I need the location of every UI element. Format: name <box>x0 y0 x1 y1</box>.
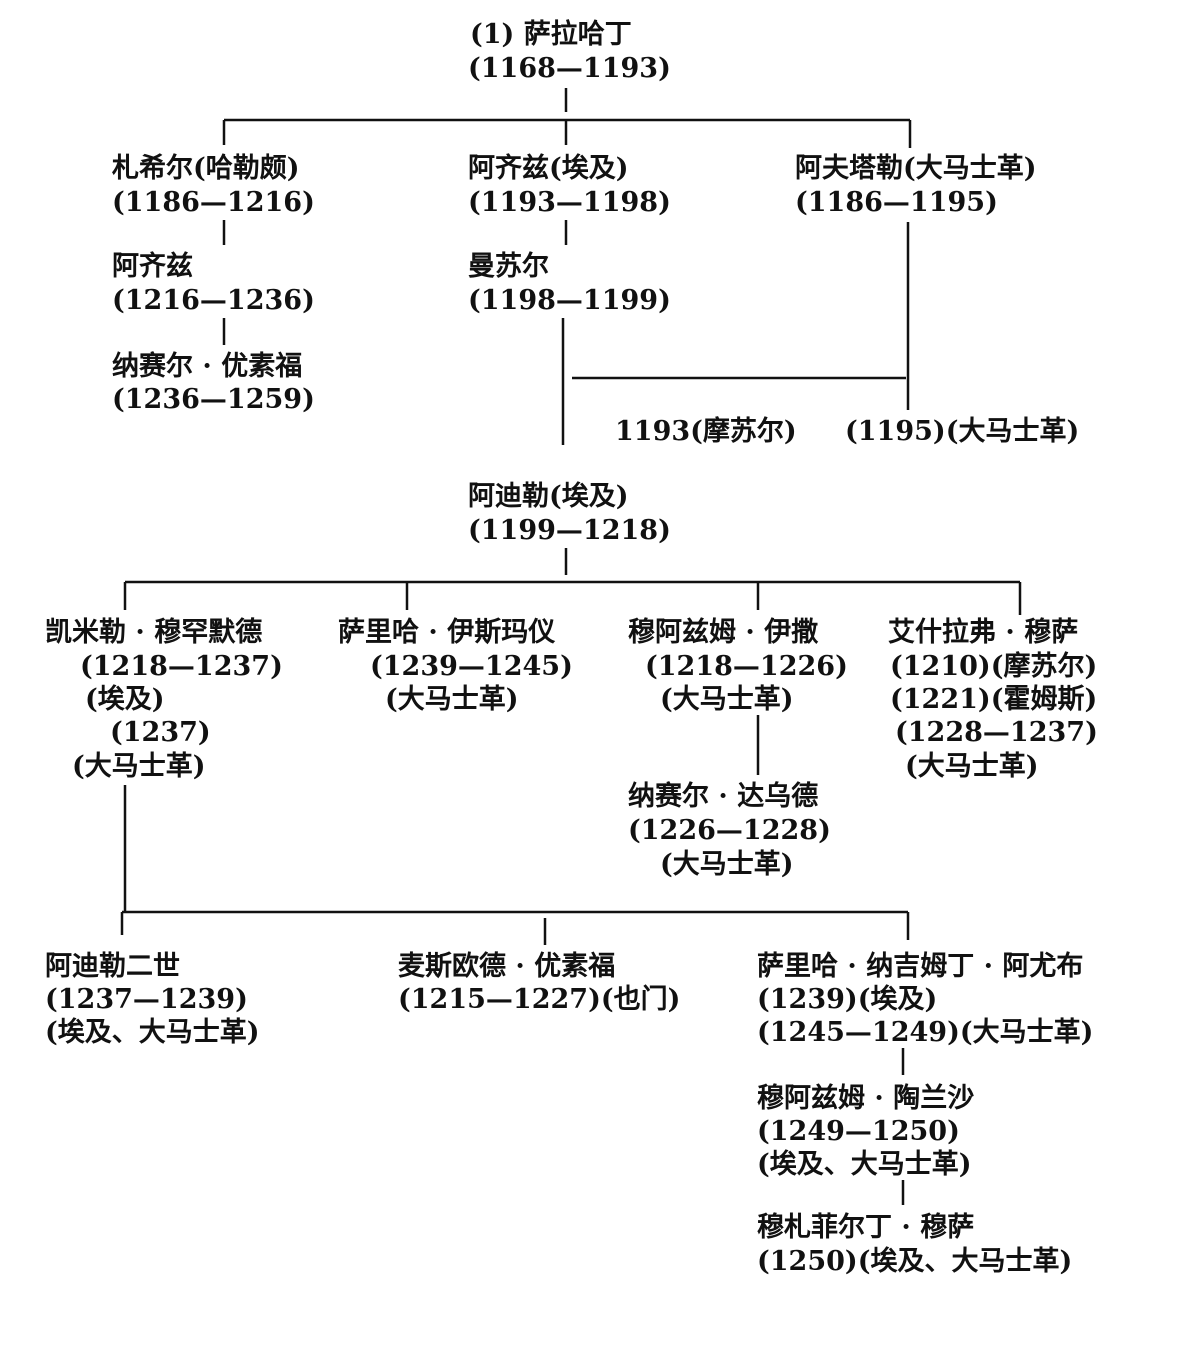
node-ashraf-musa-line2: (1221)(霍姆斯) <box>890 684 1098 715</box>
node-salih-ismail-line1: (1239—1245) <box>370 651 573 682</box>
node-salih-ayyub-line1: (1239)(埃及) <box>757 984 938 1015</box>
node-salih-ayyub-name: 萨里哈 · 纳吉姆丁 · 阿尤布 <box>757 951 1084 982</box>
node-masud-yusuf-line1: (1215—1227)(也门) <box>398 984 681 1015</box>
node-mansur-name: 曼苏尔 <box>468 251 549 282</box>
node-salih-ismail-line2: (大马士革) <box>385 684 519 715</box>
node-aziz-aleppo-name: 阿齐兹 <box>112 251 193 282</box>
node-mansur-years: (1198—1199) <box>468 285 671 316</box>
node-kamil-line3: (1237) <box>110 717 211 748</box>
node-muazzam-isa-name: 穆阿兹姆 · 伊撒 <box>628 617 819 648</box>
node-ashraf-musa-name: 艾什拉弗 · 穆萨 <box>888 617 1079 648</box>
node-turanshah-line2: (埃及、大马士革) <box>757 1149 972 1180</box>
node-ashraf-musa-line1: (1210)(摩苏尔) <box>890 651 1098 682</box>
node-nasir-dawud-line1: (1226—1228) <box>628 815 831 846</box>
node-muazzam-isa-line1: (1218—1226) <box>645 651 848 682</box>
node-aziz-egypt-years: (1193—1198) <box>468 187 671 218</box>
node-zahir-name: 札希尔(哈勒颇) <box>112 153 300 184</box>
node-salih-ayyub-line2: (1245—1249)(大马士革) <box>757 1017 1094 1048</box>
node-turanshah-line1: (1249—1250) <box>757 1116 960 1147</box>
node-saladin-name: (1) 萨拉哈丁 <box>470 19 632 50</box>
node-adil2-line2: (埃及、大马士革) <box>45 1017 260 1048</box>
note-damascus: (1195)(大马士革) <box>845 416 1080 447</box>
node-aziz-egypt-name: 阿齐兹(埃及) <box>468 153 629 184</box>
node-adil-name: 阿迪勒(埃及) <box>468 481 629 512</box>
node-kamil-line2: (埃及) <box>85 684 165 715</box>
note-mosul: 1193(摩苏尔) <box>615 416 797 447</box>
node-kamil-name: 凯米勒 · 穆罕默德 <box>45 617 263 648</box>
node-nasir-dawud-name: 纳赛尔 · 达乌德 <box>628 781 819 812</box>
node-adil2-name: 阿迪勒二世 <box>45 951 180 982</box>
node-salih-ismail-name: 萨里哈 · 伊斯玛仪 <box>338 617 556 648</box>
node-ashraf-musa-line4: (大马士革) <box>905 751 1039 782</box>
node-adil2-line1: (1237—1239) <box>45 984 248 1015</box>
node-nasir-yusuf-years: (1236—1259) <box>112 384 315 415</box>
node-nasir-yusuf-name: 纳赛尔 · 优素福 <box>112 351 303 382</box>
node-muazzam-isa-line2: (大马士革) <box>660 684 794 715</box>
node-muzaffar-musa-line1: (1250)(埃及、大马士革) <box>757 1246 1073 1277</box>
node-afdal-years: (1186—1195) <box>795 187 998 218</box>
node-nasir-dawud-line2: (大马士革) <box>660 849 794 880</box>
node-zahir-years: (1186—1216) <box>112 187 315 218</box>
node-saladin-years: (1168—1193) <box>468 53 671 84</box>
node-masud-yusuf-name: 麦斯欧德 · 优素福 <box>398 951 616 982</box>
node-kamil-line1: (1218—1237) <box>80 651 283 682</box>
node-adil-years: (1199—1218) <box>468 515 671 546</box>
node-turanshah-name: 穆阿兹姆 · 陶兰沙 <box>757 1083 975 1114</box>
node-kamil-line4: (大马士革) <box>72 751 206 782</box>
node-muzaffar-musa-name: 穆札菲尔丁 · 穆萨 <box>757 1212 975 1243</box>
node-ashraf-musa-line3: (1228—1237) <box>895 717 1098 748</box>
node-aziz-aleppo-years: (1216—1236) <box>112 285 315 316</box>
node-afdal-name: 阿夫塔勒(大马士革) <box>795 153 1037 184</box>
